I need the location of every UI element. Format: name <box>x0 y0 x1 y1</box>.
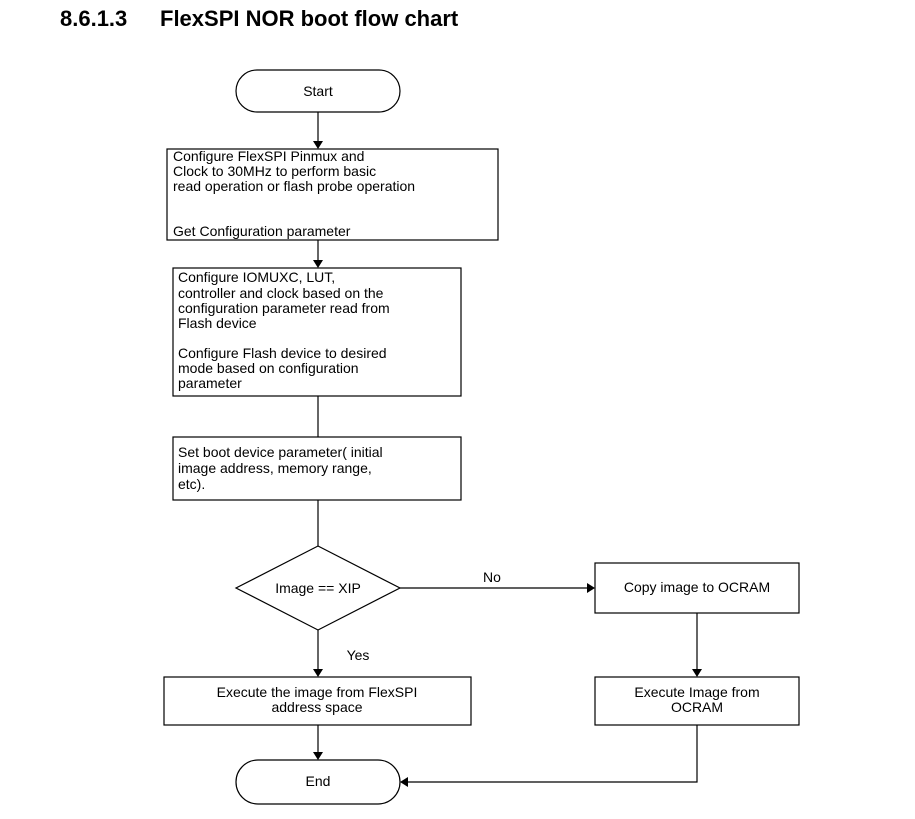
decision-image-xip <box>234 545 402 631</box>
step-text-line: Configure Flash device to desired <box>178 345 387 361</box>
step-text-line: address space <box>271 699 362 715</box>
step-text-line: controller and clock based on the <box>178 285 384 301</box>
step-set-boot-parameter-text: Set boot device parameter( initial image… <box>178 444 383 492</box>
label-yes: Yes <box>347 647 370 663</box>
label-no: No <box>483 569 501 585</box>
end-terminator <box>235 759 401 805</box>
step-set-boot-parameter <box>172 436 462 501</box>
arrowhead <box>313 752 323 760</box>
section-heading: 8.6.1.3 FlexSPI NOR boot flow chart <box>60 6 458 32</box>
step-configure-iomuxc <box>172 267 462 397</box>
step-text-line: image address, memory range, <box>178 460 372 476</box>
arrowhead <box>313 260 323 268</box>
step-configure-flexspi <box>166 148 499 241</box>
arrowhead <box>313 669 323 677</box>
step-text-line: Clock to 30MHz to perform basic <box>173 163 376 179</box>
end-label: End <box>306 773 331 789</box>
arrowhead <box>400 777 408 787</box>
arrowhead <box>313 141 323 149</box>
step-text-line: Set boot device parameter( initial <box>178 444 383 460</box>
step-text-line: mode based on configuration <box>178 360 359 376</box>
step-text-line: parameter <box>178 375 242 391</box>
step-text-line: Execute the image from FlexSPI <box>217 684 418 700</box>
start-label: Start <box>303 83 333 99</box>
step-text-line: etc). <box>178 476 205 492</box>
step-text-line: Configure IOMUXC, LUT, <box>178 269 335 285</box>
start-terminator <box>235 69 401 113</box>
step-copy-to-ocram <box>594 562 800 614</box>
arrowhead <box>692 669 702 677</box>
step-execute-ocram <box>594 676 800 726</box>
step-copy-to-ocram-label: Copy image to OCRAM <box>624 579 770 595</box>
decision-label: Image == XIP <box>275 580 361 596</box>
section-title: FlexSPI NOR boot flow chart <box>160 6 459 31</box>
step-text-line: Configure FlexSPI Pinmux and <box>173 148 364 164</box>
step-execute-flexspi <box>163 676 472 726</box>
connectors <box>313 112 702 787</box>
step-configure-flexspi-text: Configure FlexSPI Pinmux and Clock to 30… <box>173 148 415 239</box>
connector-exec-ocram-end <box>408 725 698 783</box>
step-text-line: read operation or flash probe operation <box>173 178 415 194</box>
step-text-line: Get Configuration parameter <box>173 223 351 239</box>
step-text-line: OCRAM <box>671 699 723 715</box>
step-configure-iomuxc-text: Configure IOMUXC, LUT, controller and cl… <box>178 269 390 391</box>
section-number: 8.6.1.3 <box>60 6 128 31</box>
step-text-line: configuration parameter read from <box>178 300 390 316</box>
step-text-line: Flash device <box>178 315 257 331</box>
arrowhead <box>587 583 595 593</box>
step-text-line: Execute Image from <box>634 684 759 700</box>
